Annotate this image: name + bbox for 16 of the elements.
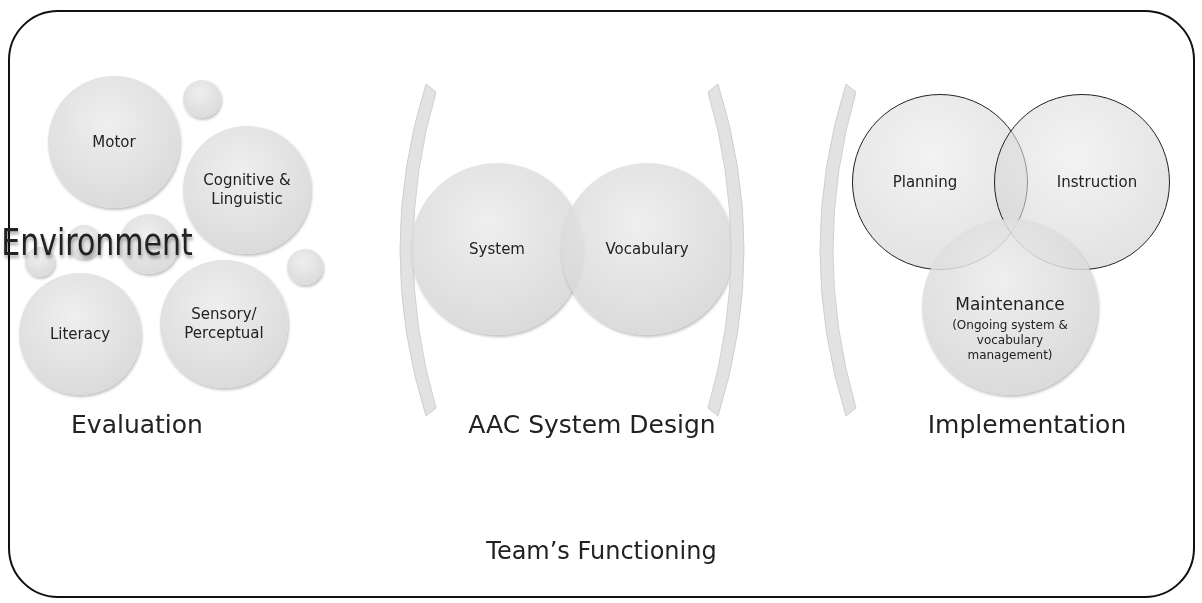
section-heading: AAC System Design (468, 409, 716, 439)
circle-label: Sensory/ Perceptual (183, 305, 265, 343)
circle-label: Planning (892, 172, 958, 192)
circle-label: Maintenance (955, 295, 1065, 314)
circle-note: (Ongoing system & vocabulary management) (951, 318, 1069, 363)
frame-title: Team’s Functioning (486, 537, 717, 565)
section-heading: Evaluation (71, 409, 203, 439)
circle-label: Instruction (1056, 172, 1138, 192)
small-circle (183, 80, 221, 118)
section-heading: Implementation (927, 409, 1127, 439)
circle-label: Cognitive & Linguistic (202, 171, 292, 209)
small-circle (287, 249, 323, 285)
circle-label: System (469, 239, 525, 259)
circle-label: Literacy (49, 324, 111, 344)
circle-label: Motor (92, 132, 136, 152)
circle-label: Vocabulary (605, 239, 689, 259)
